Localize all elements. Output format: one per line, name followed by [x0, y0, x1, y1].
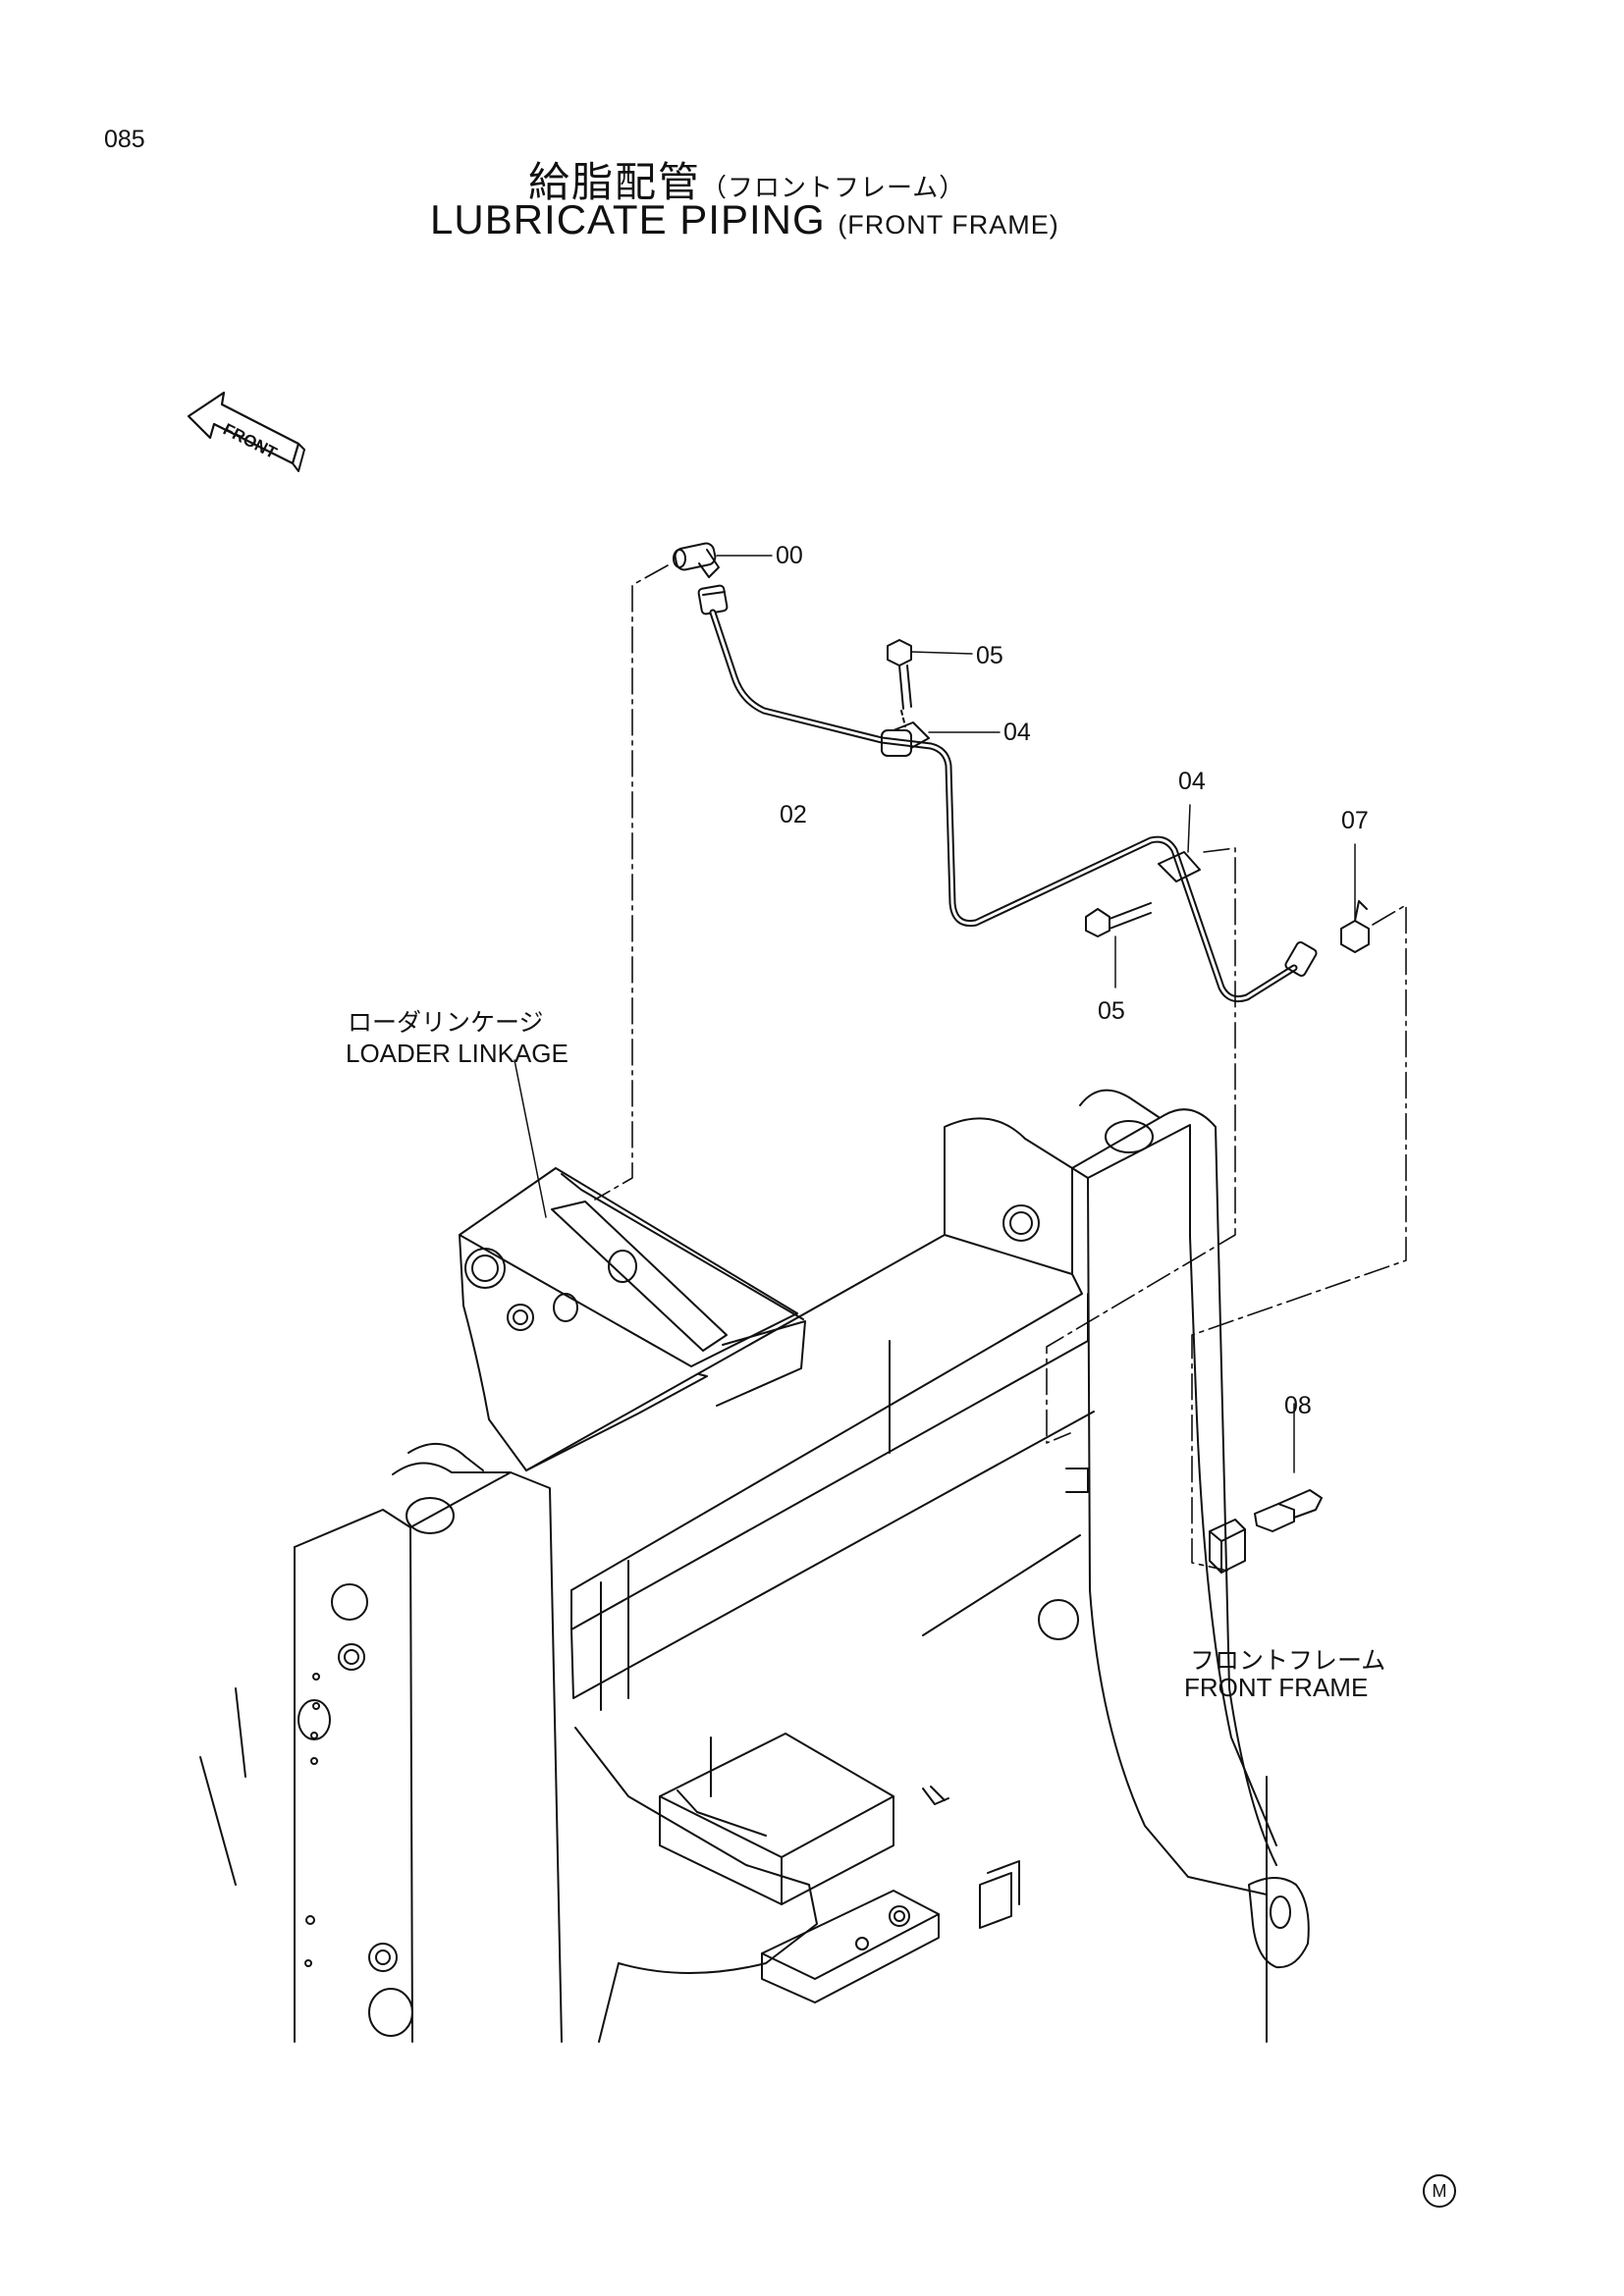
callout-00: 00: [776, 542, 803, 569]
loader-linkage-label-jp: ローダリンケージ: [348, 1008, 544, 1037]
front-arrow-icon: FRONT: [187, 391, 305, 472]
callout-04-lower: 04: [1178, 768, 1206, 795]
front-frame-label-en: FRONT FRAME: [1184, 1673, 1369, 1702]
title-en-sub: (FRONT FRAME): [838, 210, 1059, 240]
callout-08: 08: [1284, 1392, 1312, 1419]
page-number: 085: [104, 126, 145, 153]
title-jp-sub: （フロントフレーム）: [701, 174, 966, 203]
title-japanese: 給脂配管（フロントフレーム）: [528, 149, 965, 209]
title-en-main: LUBRICATE PIPING: [430, 196, 826, 242]
loader-linkage-leader: [514, 1059, 547, 1218]
front-frame-outline: [199, 1089, 1310, 2043]
loader-linkage-label-en: LOADER LINKAGE: [346, 1039, 568, 1068]
title-jp-main: 給脂配管: [528, 158, 702, 206]
front-frame-label-jp: フロントフレーム: [1190, 1646, 1386, 1675]
callout-07: 07: [1341, 807, 1369, 834]
callout-02: 02: [780, 801, 807, 828]
grease-pipe: [673, 542, 1370, 1003]
grease-fitting-08: [1209, 1403, 1323, 1574]
callout-05-lower: 05: [1098, 997, 1125, 1025]
callout-05-upper: 05: [976, 642, 1003, 669]
callout-04-upper: 04: [1003, 719, 1031, 746]
leader-lines: [594, 564, 1407, 1572]
front-arrow-label: FRONT: [220, 420, 280, 463]
m-mark-icon: M: [1423, 2174, 1456, 2208]
title-english: LUBRICATE PIPING (FRONT FRAME): [430, 196, 1059, 243]
